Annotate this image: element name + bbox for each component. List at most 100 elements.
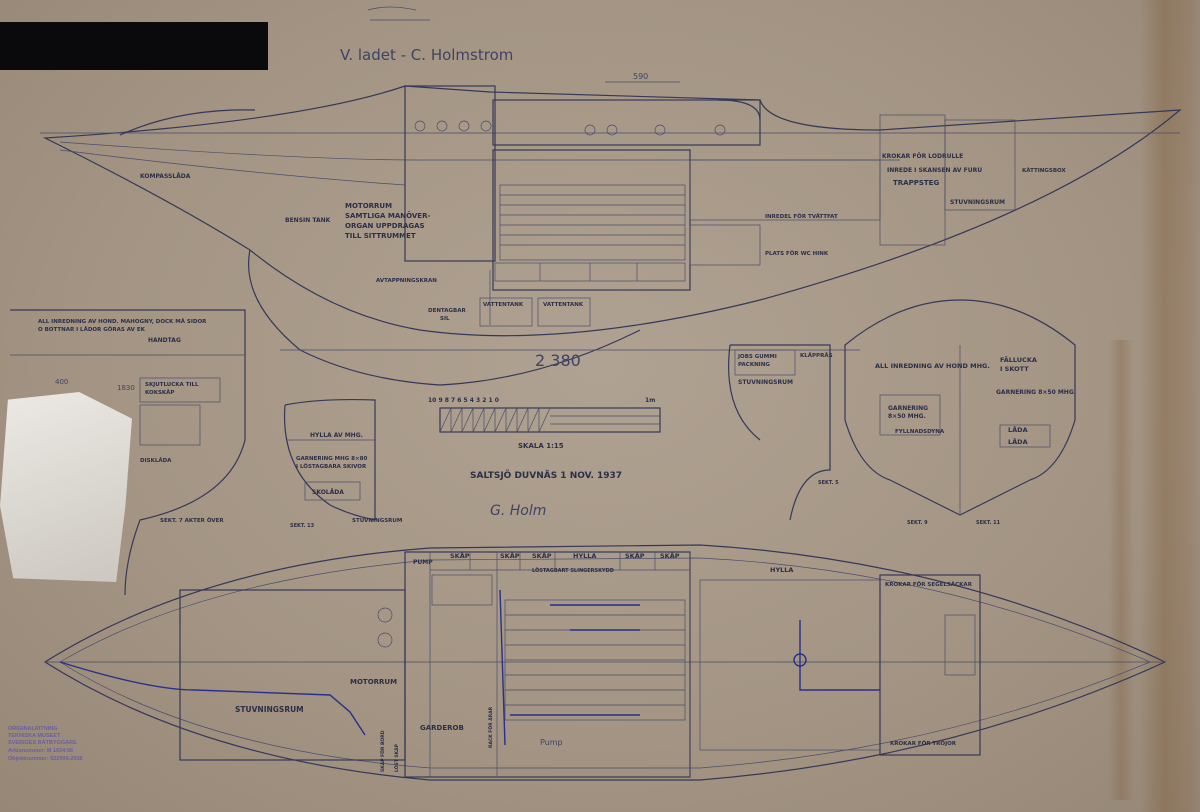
- plan-cockpit: [179, 589, 406, 761]
- water-stain-right: [1140, 0, 1200, 812]
- section-7-note-2: O BOTTNAR I LÅDOR GÖRAS AV EK: [38, 326, 146, 333]
- porthole-icon: [458, 120, 470, 132]
- porthole-icon: [584, 124, 596, 136]
- section-13-outline: [283, 398, 376, 521]
- title-scribble: [367, 6, 430, 21]
- stamp-line-1: ORIGINALRITNING: [8, 726, 58, 732]
- label-stuvningsrum-top: STUVNINGSRUM: [950, 199, 1005, 206]
- plan-label-skap-3: SKÅP: [532, 551, 552, 560]
- plan-label-rack: RACK FÖR ÅRAR: [487, 706, 494, 748]
- section-9-11: ALL INREDNING AV HOND MHG. GARNERING 8×5…: [844, 299, 1076, 526]
- plan-label-krokar-1: KROKAR FÖR SEGELSÄCKAR: [885, 581, 973, 588]
- section-5: JOBS GUMMI PACKNING KLÄPPRÅS STUVNINGSRU…: [728, 344, 839, 521]
- plan-label-motorrum: MOTORRUM: [350, 678, 397, 686]
- plan-label-skap-1: SKÅP: [450, 551, 470, 560]
- label-vattentank-1: VATTENTANK: [483, 302, 524, 308]
- scale-unit: 1m: [645, 397, 655, 404]
- saloon-interior: [492, 149, 691, 291]
- porthole-icon: [654, 124, 666, 136]
- label-avtappning: AVTAPPNINGSKRAN: [376, 278, 437, 284]
- plan-label-skap-2: SKÅP: [500, 551, 520, 560]
- section-9-fyllnadsdyna: FYLLNADSDYNA: [895, 429, 945, 435]
- plan-label-lost-vert: LÖST SKÅP: [393, 743, 400, 772]
- portholes: [414, 120, 726, 136]
- water-tank-2: [537, 297, 591, 327]
- section-5-outline: [728, 344, 831, 521]
- keel-outline: [248, 249, 641, 386]
- plan-label-skap-4: SKÅP: [625, 551, 645, 560]
- section-9-caption: SEKT. 9: [907, 520, 928, 526]
- label-centagbar-2: SIL: [440, 316, 450, 322]
- chain-locker: [944, 119, 1016, 211]
- plan-view: PUMP SKÅP SKÅP SKÅP HYLLA SKÅP SKÅP LÖST…: [43, 544, 1167, 781]
- section-9-note: ALL INREDNING AV HOND MHG.: [875, 362, 990, 370]
- plan-label-skap-5: SKÅP: [660, 551, 680, 560]
- plan-label-lostagbart: LÖSTAGBART SLINGERSKYDD: [532, 567, 614, 574]
- section-9-garnering-1: GARNERING: [888, 405, 928, 412]
- section-9-11-outline: [844, 299, 1076, 516]
- plan-hatch: [944, 614, 976, 676]
- section-5-klappras: KLÄPPRÅS: [800, 352, 833, 359]
- section-11-fallucka-2: I SKOTT: [1000, 365, 1029, 373]
- plan-label-krokar-2: KROKAR FÖR TRÖJOR: [890, 740, 957, 747]
- stamp-line-2: TEKNISKA MUSEET: [8, 733, 61, 739]
- plan-label-garderob: GARDEROB: [420, 724, 464, 732]
- section-5-gummi-1: JOBS GUMMI: [737, 354, 777, 360]
- porthole-icon: [377, 607, 393, 623]
- section-11-fallucka-1: FÄLLUCKA: [1000, 355, 1037, 364]
- dim-590: 590: [633, 72, 648, 81]
- label-vattentank-2: VATTENTANK: [543, 302, 584, 308]
- plan-label-hylla-1: HYLLA: [573, 552, 596, 560]
- sheer-line: [59, 141, 900, 161]
- porthole-icon: [714, 124, 726, 136]
- saloon-berth: [499, 184, 686, 261]
- forward-berth: [689, 159, 881, 221]
- water-stain-right-inner: [1108, 340, 1134, 800]
- deck-line: [59, 149, 406, 186]
- section-5-stuvningsrum: STUVNINGSRUM: [738, 379, 793, 386]
- label-centagbar-1: DENTAGBAR: [428, 308, 466, 314]
- section-11-drawer: [999, 424, 1051, 448]
- label-motorrum-4: TILL SITTRUMMET: [345, 232, 416, 240]
- black-tape-strip: [0, 22, 268, 70]
- porthole-icon: [436, 120, 448, 132]
- section-11-lada-1: LÅDA: [1008, 425, 1028, 434]
- section-7: ALL INREDNING AV HOND. MAHOGNY, DOCK MÅ …: [10, 309, 246, 596]
- plan-forward-cabin: [699, 579, 881, 751]
- section-5-gummi-2: PACKNING: [738, 362, 770, 368]
- stamp-line-4: Arkivnummer: M 1934:56: [8, 748, 73, 754]
- section-7-dim-400: 400: [55, 378, 68, 386]
- cabin-house: [492, 99, 761, 146]
- ink-piping: [59, 589, 880, 746]
- section-7-skjutlucka-1: SKJUTLUCKA TILL: [145, 382, 199, 388]
- section-5-caption: SEKT. 5: [818, 480, 839, 486]
- section-7-handtag: HANDTAG: [148, 337, 181, 344]
- section-5-cabinet: [734, 349, 796, 376]
- section-13-garnering-1: GARNERING MHG 8×80: [296, 456, 367, 462]
- porthole-icon: [377, 632, 393, 648]
- section-13-skolada: SKOLÅDA: [312, 489, 344, 496]
- tiller: [119, 109, 256, 136]
- plan-label-pump: PUMP: [413, 559, 433, 566]
- plan-hull-outline: [43, 544, 1167, 781]
- label-motorrum-2: SAMTLIGA MANÖVER-: [345, 211, 430, 220]
- section-7-outline: [10, 309, 246, 596]
- section-13-hylla: HYLLA AV MHG.: [310, 432, 363, 439]
- water-tank-1: [479, 297, 533, 327]
- hull-outline: [42, 85, 1182, 337]
- plan-forepeak: [879, 574, 981, 756]
- plan-label-skap-vert: SKÅP FÖR BORD: [379, 730, 386, 772]
- plan-sink: [431, 574, 493, 606]
- porthole-icon: [414, 120, 426, 132]
- section-7-sink: [139, 404, 201, 446]
- label-motorrum-1: MOTORRUM: [345, 202, 392, 210]
- archive-stamp: ORIGINALRITNING TEKNISKA MUSEET SVERIGES…: [8, 726, 83, 762]
- plan-label-hylla-2: HYLLA: [770, 566, 793, 574]
- section-7-skjutlucka-2: KOKSKÅP: [145, 389, 174, 396]
- label-bensin: BENSIN TANK: [285, 217, 331, 224]
- date-caption: SALTSJÖ DUVNÄS 1 NOV. 1937: [470, 470, 622, 481]
- section-11-lada-2: LÅDA: [1008, 437, 1028, 446]
- section-7-dim-1830: 1830: [117, 384, 135, 392]
- signature: G. Holm: [490, 503, 546, 519]
